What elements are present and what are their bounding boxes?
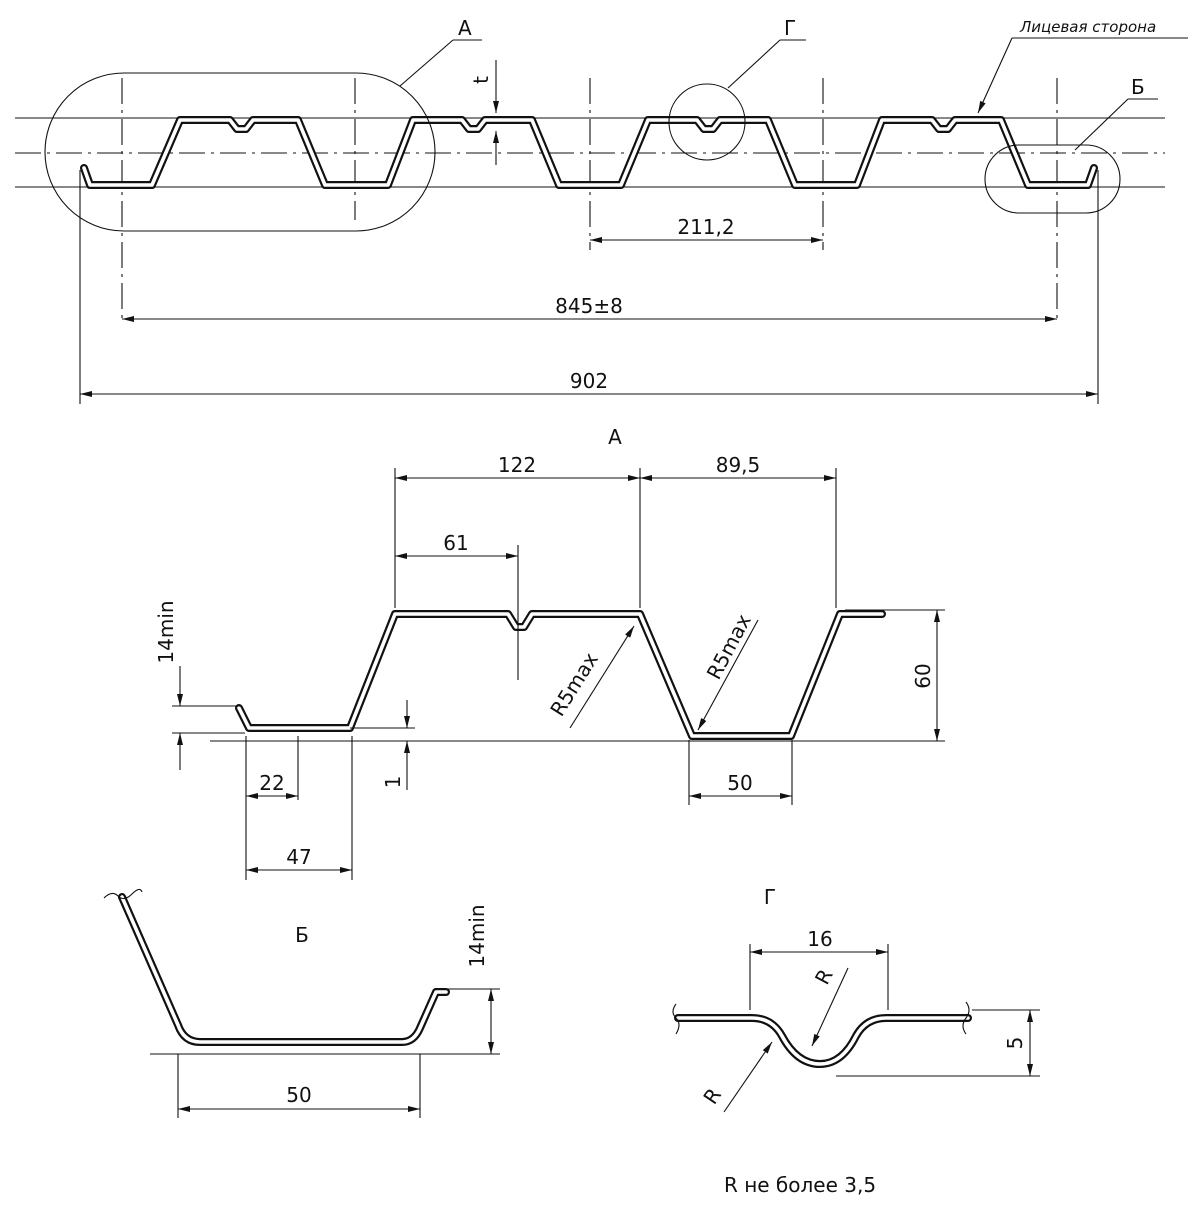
thickness-label: t (469, 76, 493, 84)
dim-122-label: 122 (498, 453, 536, 477)
detail-b-dim-14min-label: 14min (465, 904, 489, 967)
dim-width-label: 845±8 (555, 294, 623, 318)
detail-g-profile-outline (674, 1014, 972, 1068)
r-bottom-label: R (698, 1084, 726, 1109)
dim-89-5-label: 89,5 (716, 453, 761, 477)
detail-a-title: А (608, 425, 622, 449)
dim-pitch-label: 211,2 (677, 215, 734, 239)
callout-b-label: Б (1131, 75, 1145, 99)
face-side-label: Лицевая сторона (1019, 18, 1156, 36)
dim-61-label: 61 (443, 531, 468, 555)
detail-a: А 122 89,5 61 14min 60 (154, 425, 945, 880)
main-view: А Г Б Лицевая сторона t 211,2 845±8 902 (15, 16, 1188, 404)
callout-b-outline (984, 144, 1121, 214)
callout-a-label: А (458, 16, 472, 40)
r-top-label: R (810, 965, 838, 989)
dim-47-label: 47 (286, 845, 311, 869)
callout-g-label: Г (784, 16, 796, 40)
callout-a-outline (44, 72, 436, 232)
dim-50-label: 50 (727, 771, 752, 795)
detail-g: Г 16 R R 5 (672, 885, 1040, 1113)
detail-b-profile-outline (118, 893, 450, 1046)
detail-b-title: Б (295, 923, 309, 947)
dim-5-label: 5 (1003, 1037, 1027, 1050)
dim-total-label: 902 (570, 369, 608, 393)
dim-22-label: 22 (259, 771, 284, 795)
detail-b: Б 50 14min (103, 888, 500, 1118)
callout-g-outline (668, 83, 746, 161)
detail-g-title: Г (764, 885, 776, 909)
r5max-left-label: R5max (545, 648, 603, 720)
radius-note: R не более 3,5 (724, 1173, 876, 1197)
dim-16-label: 16 (807, 927, 832, 951)
detail-b-dim-50-label: 50 (286, 1083, 311, 1107)
dim-60-label: 60 (911, 663, 935, 688)
dim-1-label: 1 (381, 776, 405, 789)
dim-14min-label: 14min (154, 600, 178, 663)
